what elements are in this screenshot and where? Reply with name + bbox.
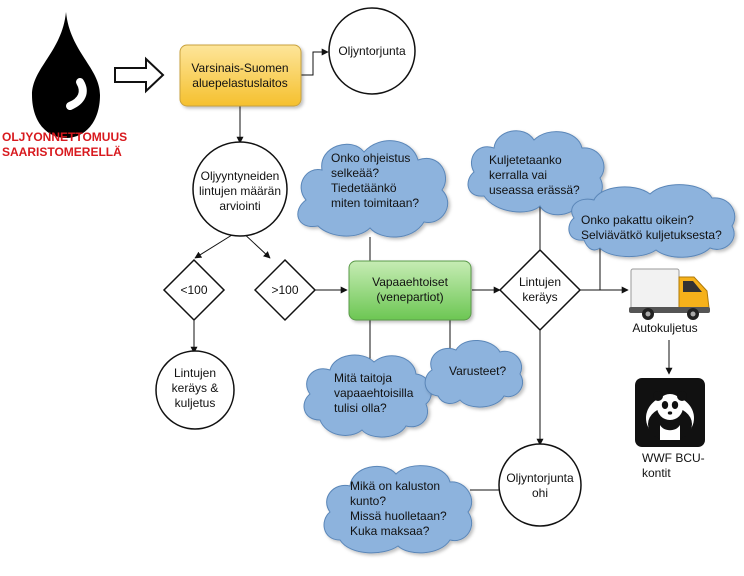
wwf-line-2: kontit	[642, 466, 671, 480]
rescue-department-box	[179, 44, 302, 107]
lt100-label: <100	[180, 283, 207, 297]
title-line-1: OLJYONNETTOMUUS	[2, 130, 127, 144]
bird-collection-line-2: keräys	[522, 290, 557, 304]
cloud-instructions-line-2: selkeää?	[331, 166, 379, 180]
assessment-line-3: arviointi	[219, 199, 260, 213]
cloud-transport-line-1: Kuljetetaanko	[489, 153, 562, 167]
bird-collection-line-1: Lintujen	[519, 275, 561, 289]
cloud-packing-line-1: Onko pakattu oikein?	[581, 213, 694, 227]
cloud-instructions: Onko ohjeistus selkeää? Tiedetäänkö mite…	[297, 140, 449, 238]
cloud-maintenance: Mikä on kaluston kunto? Missä huolletaan…	[323, 465, 473, 554]
assessment-line-1: Oljyyntyneiden	[201, 169, 280, 183]
volunteers-line-1: Vapaaehtoiset	[372, 275, 449, 289]
oil-response-node	[328, 7, 416, 95]
cloud-skills-line-3: tulisi olla?	[334, 401, 387, 415]
cloud-transport-batches: Kuljetetaanko kerralla vai useassa eräss…	[467, 130, 605, 216]
title-line-2: SAARISTOMERELLÄ	[2, 144, 122, 159]
cloud-transport-line-2: kerralla vai	[489, 168, 547, 182]
truck-icon	[629, 268, 710, 320]
assessment-line-2: lintujen määrän	[199, 184, 281, 198]
cloud-instructions-line-4: miten toimitaan?	[331, 196, 419, 210]
oil-response-over-line-2: ohi	[532, 486, 548, 500]
collect-transport-line-3: kuljetus	[175, 396, 216, 410]
wwf-panda-icon	[635, 378, 705, 447]
cloud-packing: Onko pakattu oikein? Selviävätkö kuljetu…	[568, 184, 736, 258]
cloud-maintenance-line-4: Kuka maksaa?	[350, 524, 430, 538]
cloud-transport-line-3: useassa erässä?	[489, 183, 580, 197]
cloud-packing-line-2: Selviävätkö kuljetuksesta?	[581, 228, 722, 242]
gt100-label: >100	[271, 283, 298, 297]
cloud-maintenance-line-1: Mikä on kaluston	[350, 479, 440, 493]
rescue-line-1: Varsinais-Suomen	[191, 61, 288, 75]
cloud-skills: Mitä taitoja vapaaehtoisilla tulisi olla…	[303, 354, 432, 438]
collect-transport-line-2: keräys &	[172, 381, 219, 395]
cloud-equipment: Varusteet?	[424, 340, 524, 408]
cloud-maintenance-line-2: kunto?	[350, 494, 386, 508]
oil-drop-icon	[32, 12, 100, 138]
oil-response-label: Oljyntorjunta	[338, 44, 406, 58]
collect-transport-node	[155, 350, 235, 430]
block-arrow	[114, 56, 165, 94]
collect-transport-line-1: Lintujen	[174, 366, 216, 380]
gt100-diamond	[253, 258, 317, 322]
cloud-instructions-line-3: Tiedetäänkö	[331, 181, 397, 195]
assessment-node	[192, 141, 288, 237]
cloud-skills-line-2: vapaaehtoisilla	[334, 386, 414, 400]
oil-response-over-node	[498, 443, 582, 527]
bird-collection-diamond	[498, 248, 582, 332]
wwf-line-1: WWF BCU-	[642, 451, 705, 465]
volunteers-line-2: (venepartiot)	[376, 290, 443, 304]
cloud-equipment-label: Varusteet?	[449, 364, 506, 378]
cloud-skills-line-1: Mitä taitoja	[334, 371, 392, 385]
truck-label: Autokuljetus	[632, 321, 697, 335]
rescue-line-2: aluepelastuslaitos	[192, 76, 287, 90]
oil-response-over-line-1: Oljyntorjunta	[506, 471, 574, 485]
volunteers-box	[348, 260, 472, 321]
cloud-instructions-line-1: Onko ohjeistus	[331, 151, 410, 165]
lt100-diamond	[162, 258, 226, 322]
cloud-maintenance-line-3: Missä huolletaan?	[350, 509, 447, 523]
